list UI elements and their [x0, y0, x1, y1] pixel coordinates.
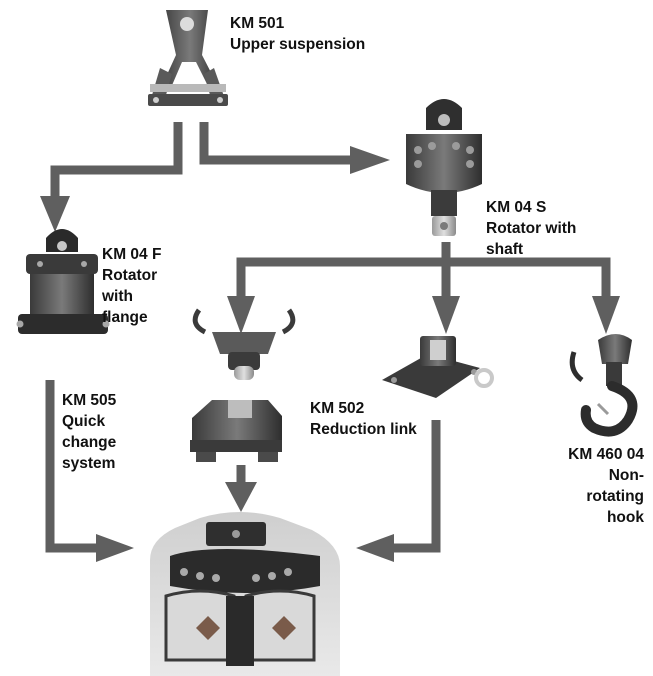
label-km502-code: KM 502 — [310, 400, 365, 417]
label-km505-name-3: system — [62, 455, 116, 472]
label-km04f-name-1: Rotator — [102, 267, 158, 284]
label-km505-name-1: Quick — [62, 413, 106, 430]
label-km46004-name-1: Non- — [608, 467, 644, 484]
quick-change-system-icon — [190, 308, 296, 462]
label-km505: KM 505 Quick change system — [62, 390, 116, 474]
label-km501-name: Upper suspension — [230, 36, 366, 53]
label-km501-code: KM 501 — [230, 15, 285, 32]
grapple-icon — [150, 512, 340, 676]
arrowhead-down-system — [227, 296, 255, 334]
non-rotating-hook-icon — [569, 334, 638, 437]
rotator-with-shaft-icon — [406, 99, 482, 236]
label-km04f: KM 04 F Rotator with flange — [102, 244, 161, 328]
rotator-with-flange-icon — [16, 229, 110, 334]
arrowhead-right-grapple — [96, 534, 134, 562]
arrow-suspension-to-flange-rotator — [50, 122, 183, 200]
label-km04s-code: KM 04 S — [486, 199, 547, 216]
label-km502-name: Reduction link — [310, 421, 417, 438]
label-km46004-name-2: rotating — [586, 488, 644, 505]
arrow-suspension-to-shaft-rotator — [199, 122, 355, 165]
arrowhead-down-reduction — [432, 296, 460, 334]
label-km46004-code: KM 460 04 — [568, 446, 644, 463]
label-km505-name-2: change — [62, 434, 117, 451]
connector-arrows — [45, 122, 611, 553]
label-km04f-name-3: flange — [102, 309, 148, 326]
arrowhead-left-grapple — [356, 534, 394, 562]
label-km04f-code: KM 04 F — [102, 246, 162, 263]
label-km505-code: KM 505 — [62, 392, 117, 409]
reduction-link-icon — [382, 336, 494, 398]
label-km04f-name-2: with — [102, 288, 133, 305]
arrowhead-down-grapple — [225, 482, 257, 512]
label-km04s-name-2: shaft — [486, 241, 524, 258]
arrow-quick-change-to-grapple — [45, 380, 100, 553]
arrowhead-right-shaft — [350, 146, 390, 174]
label-km04s-name-1: Rotator with — [486, 220, 577, 237]
label-km501: KM 501 Upper suspension — [230, 13, 365, 55]
arrow-rotator-bus — [236, 257, 611, 300]
arrowhead-down-hook — [592, 296, 620, 334]
label-km46004-name-3: hook — [606, 509, 644, 526]
label-km46004: KM 460 04 Non- rotating hook — [548, 444, 644, 528]
label-km04s: KM 04 S Rotator with shaft — [486, 197, 576, 260]
arrowhead-down-flange — [40, 196, 70, 232]
arrow-heads — [40, 146, 620, 562]
arrow-reduction-link-to-grapple — [390, 420, 441, 553]
upper-suspension-icon — [148, 10, 228, 106]
label-km502: KM 502 Reduction link — [310, 398, 417, 440]
